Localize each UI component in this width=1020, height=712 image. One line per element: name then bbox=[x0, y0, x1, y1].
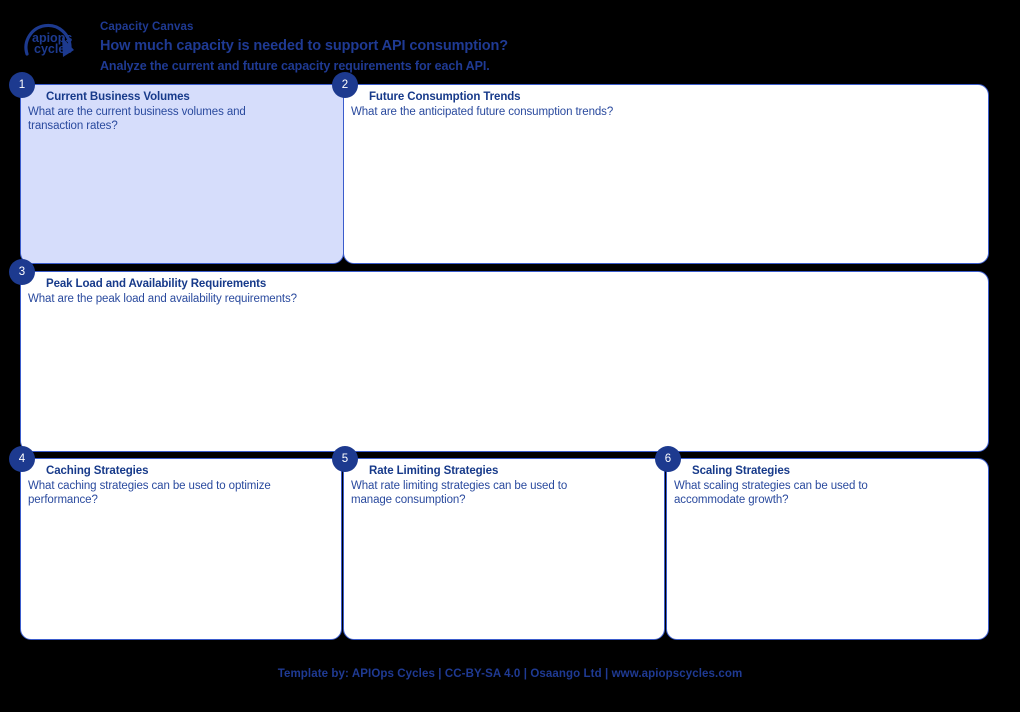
box-title: Rate Limiting Strategies bbox=[369, 465, 499, 477]
box-title: Scaling Strategies bbox=[692, 465, 790, 477]
box-title: Current Business Volumes bbox=[46, 91, 190, 103]
canvas-header: apiops cycles Capacity Canvas How much c… bbox=[0, 0, 1020, 78]
box-description: What scaling strategies can be used to a… bbox=[674, 480, 868, 506]
box-number-badge: 3 bbox=[9, 259, 35, 285]
footer-attribution: Template by: APIOps Cycles | CC-BY-SA 4.… bbox=[277, 668, 743, 680]
box-description: What are the anticipated future consumpt… bbox=[351, 106, 614, 118]
box-header: Caching Strategies What caching strategi… bbox=[28, 464, 331, 507]
box-number-badge: 6 bbox=[655, 446, 681, 472]
box-header: Scaling Strategies What scaling strategi… bbox=[674, 464, 978, 507]
box-header: Rate Limiting Strategies What rate limit… bbox=[351, 464, 654, 507]
canvas-box-rate-limiting-strategies[interactable]: 5 Rate Limiting Strategies What rate lim… bbox=[332, 446, 665, 640]
box-number-badge: 4 bbox=[9, 446, 35, 472]
box-number-badge: 5 bbox=[332, 446, 358, 472]
box-description: What are the peak load and availability … bbox=[28, 293, 297, 305]
box-title: Peak Load and Availability Requirements bbox=[46, 278, 267, 290]
box-title: Caching Strategies bbox=[46, 465, 149, 477]
canvas-box-future-consumption-trends[interactable]: 2 Future Consumption Trends What are the… bbox=[332, 72, 989, 264]
box-title: Future Consumption Trends bbox=[369, 91, 521, 103]
page-title: Capacity Canvas bbox=[100, 21, 194, 33]
box-header: Current Business Volumes What are the cu… bbox=[28, 90, 333, 133]
box-description: What rate limiting strategies can be use… bbox=[351, 480, 568, 506]
header-subtitle: Analyze the current and future capacity … bbox=[100, 59, 490, 73]
canvas-box-caching-strategies[interactable]: 4 Caching Strategies What caching strate… bbox=[9, 446, 342, 640]
box-header: Peak Load and Availability Requirements … bbox=[28, 277, 978, 306]
box-number-badge: 2 bbox=[332, 72, 358, 98]
canvas-box-peak-load-and-availability-requirements[interactable]: 3 Peak Load and Availability Requirement… bbox=[9, 259, 989, 452]
box-header: Future Consumption Trends What are the a… bbox=[351, 90, 978, 119]
header-question: How much capacity is needed to support A… bbox=[100, 38, 509, 54]
canvas-box-current-business-volumes[interactable]: 1 Current Business Volumes What are the … bbox=[9, 72, 344, 264]
apiops-cycles-logo: apiops cycles bbox=[14, 10, 92, 72]
header-text-block: Capacity Canvas How much capacity is nee… bbox=[100, 19, 960, 76]
canvas-box-scaling-strategies[interactable]: 6 Scaling Strategies What scaling strate… bbox=[655, 446, 989, 640]
circular-arrow-icon: apiops cycles bbox=[24, 23, 74, 57]
box-number-badge: 1 bbox=[9, 72, 35, 98]
box-description: What caching strategies can be used to o… bbox=[28, 480, 271, 506]
logo-text-line2: cycles bbox=[34, 42, 72, 56]
logo-text-line1: apiops bbox=[32, 31, 72, 45]
box-description: What are the current business volumes an… bbox=[28, 106, 246, 132]
